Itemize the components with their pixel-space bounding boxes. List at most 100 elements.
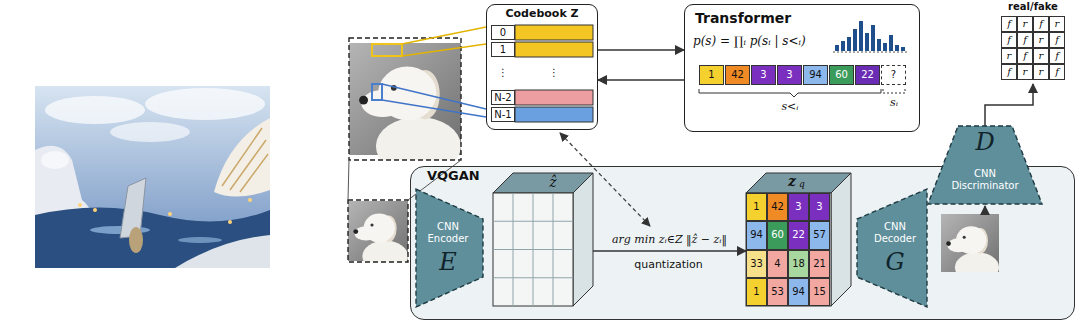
node-text: p(s) = ∏ᵢ p(sᵢ | s<ᵢ) [693, 35, 835, 49]
node-text: CNN Encoder [420, 221, 476, 244]
fantasy-artwork [145, 88, 265, 120]
fantasy-artwork [45, 96, 145, 124]
patch-verdict: r [1001, 48, 1017, 64]
fantasy-artwork [178, 237, 222, 243]
histogram-bar [889, 35, 893, 51]
fantasy-artwork [41, 151, 69, 169]
histogram-bar [835, 45, 839, 51]
code-index: 22 [788, 221, 809, 249]
patch-verdict: f [1001, 16, 1017, 32]
patch-leaders [402, 27, 486, 56]
connector-arrow [593, 250, 746, 252]
codebook-index: N-1 [491, 107, 515, 122]
quantization-label: quantization [596, 257, 741, 272]
connector-arrow [598, 79, 684, 81]
code-index: 57 [809, 221, 830, 249]
node-text: CNN Decoder [867, 221, 923, 244]
fantasy-artwork [214, 118, 270, 197]
node-text: E [420, 249, 476, 277]
codebook-entry [515, 90, 593, 105]
patch-verdict: r [1033, 48, 1049, 64]
patch-verdict: f [1001, 32, 1017, 48]
cube-side [573, 173, 593, 306]
decoder-shape [857, 189, 927, 307]
node-text: q [799, 179, 811, 189]
target-label: sᵢ [879, 95, 909, 110]
histogram-bar [883, 43, 887, 51]
node-text: Codebook Z [487, 8, 597, 21]
edge-label: arg min zᵢ∈Z ‖ẑ − zᵢ‖ [610, 233, 729, 246]
codebook-index: ⋮ [491, 65, 515, 80]
grid-line [493, 249, 573, 250]
discriminator-trapezoid: D CNN Discriminator [928, 126, 1042, 204]
histogram-axis [833, 52, 909, 53]
cube-front [746, 193, 831, 306]
histogram-bar [895, 45, 899, 51]
cube-side [831, 173, 851, 306]
patch-verdict: r [1033, 32, 1049, 48]
quantized-cube: zq142339460225733418211539415 [746, 173, 851, 306]
patch-verdict: f [1017, 48, 1033, 64]
discriminator-shape [928, 126, 1042, 204]
dog-photos [348, 200, 408, 262]
patch-verdict: r [1049, 16, 1065, 32]
codebook-box: Codebook Z01⋮⋮N-2N-1 [486, 4, 598, 130]
code-index: 53 [767, 278, 788, 306]
histogram-bar [877, 39, 881, 51]
patch-verdict: r [1017, 16, 1033, 32]
image-to-discriminator-arrow [984, 206, 986, 213]
token-cell: 94 [803, 65, 828, 85]
histogram-bar [871, 25, 875, 51]
patch-leaders [372, 44, 402, 56]
node-text: CNN Discriminator [945, 168, 1025, 191]
fantasy-artwork [175, 235, 270, 268]
target-brace [883, 89, 905, 93]
node-text: ẑ [513, 174, 593, 190]
fantasy-artwork [35, 86, 270, 268]
patch-verdict: f [1033, 16, 1049, 32]
fantasy-artwork [248, 198, 252, 202]
patch-verdict: f [1001, 64, 1017, 80]
shape-outline [857, 189, 927, 307]
grid-line [493, 277, 573, 278]
code-index: 18 [788, 250, 809, 278]
dog-photos [941, 214, 999, 282]
histogram-bar [841, 41, 845, 51]
token-cell: 1 [699, 65, 724, 85]
token-cell: 3 [777, 65, 802, 85]
grid-line [553, 193, 554, 306]
patch-output: real/fakefrfrffrfrfrffrrf [996, 0, 1070, 84]
shape-outline [493, 173, 593, 306]
node-text: real/fake [996, 1, 1070, 13]
fantasy-artwork [35, 208, 270, 269]
token-cell: 22 [855, 65, 880, 85]
transformer-box: Transformerp(s) = ∏ᵢ p(sᵢ | s<ᵢ)14233946… [684, 4, 920, 132]
encoder-shape [416, 189, 483, 307]
token-cell: 42 [725, 65, 750, 85]
code-index: 42 [767, 193, 788, 221]
histogram-bar [901, 47, 905, 51]
patch-verdict: f [1017, 32, 1033, 48]
node-text: D [945, 129, 1025, 157]
patch-verdict: r [1033, 64, 1049, 80]
connector-arrow [598, 49, 684, 51]
codebook-entry [515, 107, 593, 122]
histogram-bar [853, 29, 857, 51]
patch-leaders [372, 84, 382, 100]
patch-verdict: f [1049, 64, 1065, 80]
code-index: 94 [788, 278, 809, 306]
code-index: 94 [746, 221, 767, 249]
code-index: 3 [788, 193, 809, 221]
token-cell: 60 [829, 65, 854, 85]
code-index: 60 [767, 221, 788, 249]
fantasy-artwork [78, 203, 82, 207]
node-text: G [867, 249, 923, 277]
code-index: 3 [809, 193, 830, 221]
histogram-bar [859, 21, 863, 51]
codebook-index: 1 [491, 42, 515, 57]
fantasy-artwork [35, 86, 270, 268]
code-index: 33 [746, 250, 767, 278]
codebook-index: ⋮ [515, 65, 593, 80]
histogram-bar [847, 37, 851, 51]
